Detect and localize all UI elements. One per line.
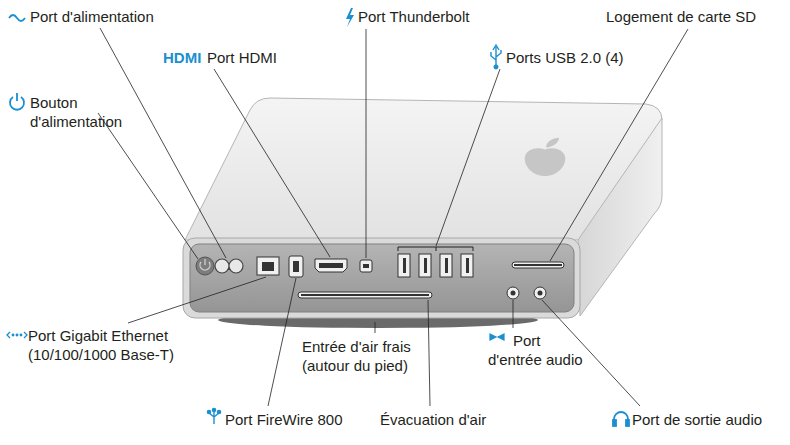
usb-socket — [466, 258, 469, 273]
part-label: Port d'entrée audio — [488, 331, 590, 369]
leader-line — [98, 113, 198, 259]
air-vent-slot — [298, 292, 432, 298]
label-text: Logement de carte SD — [606, 8, 756, 25]
audio-out-port — [534, 287, 546, 299]
label-text: Port d'alimentation — [30, 8, 154, 25]
ethernet-icon-dot — [16, 334, 18, 336]
thunderbolt-port — [360, 260, 372, 272]
part-label: Port de sortie audio — [632, 410, 762, 429]
part-label: Logement de carte SD — [606, 7, 756, 26]
audio-in-icon — [490, 334, 504, 340]
part-label: Évacuation d'air — [380, 410, 486, 429]
label-text: Ports USB 2.0 (4) — [506, 49, 624, 66]
usb-port — [398, 254, 410, 277]
usb-icon-trident — [491, 45, 501, 67]
power-port-icon — [9, 15, 25, 21]
ethernet-port — [257, 257, 279, 275]
part-label: Port d'alimentation — [30, 7, 154, 26]
firewire-icon-dot — [207, 410, 210, 413]
apple-logo-leaf — [546, 138, 559, 148]
ethernet-icon — [7, 332, 27, 338]
firewire-icon-lines — [209, 412, 219, 424]
usb-ports — [398, 254, 473, 277]
top-face — [185, 98, 662, 240]
apple-logo — [525, 138, 566, 176]
usb-bracket — [398, 247, 473, 251]
leader-line — [375, 322, 376, 333]
label-text: Évacuation d'air — [380, 411, 486, 428]
part-label: Bouton d'alimentation — [30, 93, 140, 131]
usb-socket — [445, 258, 448, 273]
label-text: Port d'entrée audio — [488, 332, 583, 368]
usb-port — [440, 254, 452, 277]
ethernet-icon-dot — [20, 334, 22, 336]
label-text: Port Gigabit Ethernet (10/100/1000 Base-… — [28, 327, 174, 363]
ethernet-icon-arrows — [7, 332, 27, 338]
firewire-port — [289, 256, 303, 277]
headphone-icon — [613, 412, 629, 426]
leader-line — [428, 300, 430, 406]
power-button-icon — [10, 93, 24, 110]
icon-spacer — [488, 331, 513, 350]
thunderbolt-icon — [346, 8, 354, 27]
label-text: Port de sortie audio — [632, 411, 762, 428]
hdmi-socket — [319, 263, 343, 268]
headphone-cup — [613, 420, 616, 426]
air-vent-opening — [301, 294, 429, 296]
headphone-cup — [626, 420, 629, 426]
leader-line — [268, 278, 296, 406]
firewire-socket — [293, 261, 299, 272]
leader-line — [513, 300, 514, 328]
power-port — [215, 259, 243, 273]
part-label: Port FireWire 800 — [225, 410, 343, 429]
port-panel — [190, 244, 574, 312]
firewire-icon — [207, 408, 220, 424]
side-face — [578, 118, 662, 316]
power-button-symbol — [200, 259, 210, 270]
leader-line — [366, 29, 367, 258]
part-label: Port Gigabit Ethernet (10/100/1000 Base-… — [28, 326, 188, 364]
ethernet-icon-dot — [12, 334, 14, 336]
apple-logo-body — [525, 148, 566, 176]
label-text: Bouton d'alimentation — [30, 94, 122, 130]
usb-icon-dot — [494, 65, 498, 69]
power-button — [196, 257, 214, 275]
hdmi-port — [315, 259, 347, 272]
part-label: Port HDMI — [207, 48, 277, 67]
leader-line — [436, 69, 500, 246]
back-housing — [183, 238, 580, 318]
power-icon-bar — [16, 93, 18, 101]
usb-port — [419, 254, 431, 277]
usb-socket — [403, 258, 406, 273]
leader-lines — [98, 28, 688, 406]
label-text: HDMI — [163, 49, 201, 66]
audio-out-socket — [538, 291, 543, 296]
audio-in-socket — [511, 291, 516, 296]
label-text: Port Thunderbolt — [358, 8, 469, 25]
sd-card-slot — [512, 262, 564, 268]
firewire-icon-dot — [212, 408, 215, 411]
usb-socket — [424, 258, 427, 273]
sd-card-slot-opening — [514, 264, 562, 266]
label-text: Port HDMI — [207, 49, 277, 66]
audio-in-port — [507, 287, 519, 299]
firewire-icon-dot — [217, 410, 220, 413]
usb-icon — [491, 45, 501, 69]
part-label: HDMI — [163, 48, 201, 67]
label-text: Entrée d'air frais (autour du pied) — [302, 338, 411, 374]
part-label: Ports USB 2.0 (4) — [506, 48, 624, 67]
leader-line — [214, 69, 330, 257]
part-label: Port Thunderbolt — [358, 7, 469, 26]
usb-port — [461, 254, 473, 277]
ethernet-socket — [262, 262, 274, 271]
thunderbolt-socket — [363, 264, 369, 268]
part-label: Entrée d'air frais (autour du pied) — [302, 337, 452, 375]
label-text: Port FireWire 800 — [225, 411, 343, 428]
leader-line — [128, 277, 266, 323]
